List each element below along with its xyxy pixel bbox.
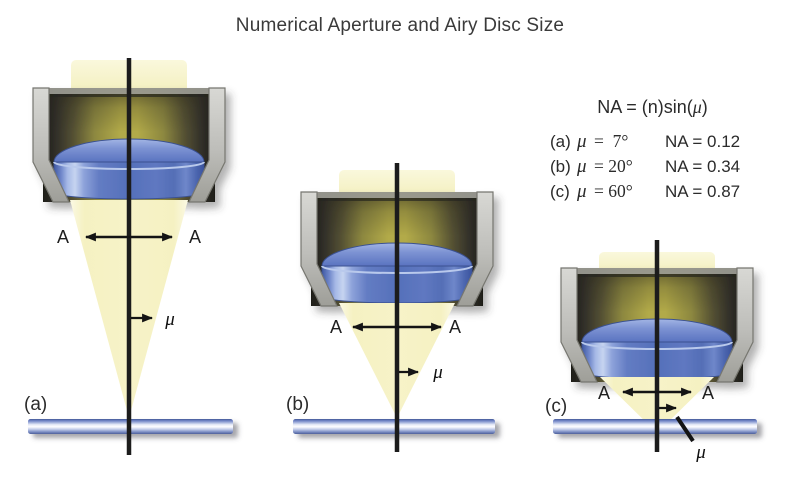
objective-c: A A μ (c) <box>545 240 757 463</box>
na-value: NA = 0.34 <box>665 157 741 176</box>
mu-symbol: μ <box>577 131 587 152</box>
housing-wall-left <box>300 191 338 307</box>
na-value: NA = 0.12 <box>665 132 741 151</box>
angle-label: μ <box>695 442 706 463</box>
aperture-label-left: A <box>330 317 342 337</box>
angle-label: μ <box>432 362 443 383</box>
formula-row: (b) μ = 20° NA = 0.34 <box>550 154 755 179</box>
housing-wall-right <box>716 267 754 383</box>
aperture-label-right: A <box>449 317 461 337</box>
mu-symbol: μ <box>577 181 587 202</box>
formula-row: (a) μ = 7° NA = 0.12 <box>550 129 755 154</box>
housing-wall-right <box>456 191 494 307</box>
objective-key: (c) <box>550 182 570 201</box>
angle-value: = 7° <box>594 131 629 151</box>
formula-heading-pre: NA = (n)sin( <box>597 97 693 117</box>
formula-row: (c) μ = 60° NA = 0.87 <box>550 179 755 204</box>
objective-key: (b) <box>550 157 571 176</box>
angle-value: = 20° <box>594 156 633 176</box>
objective-label: (c) <box>545 396 567 417</box>
objective-a: A A μ (a) <box>24 58 233 455</box>
na-formula-block: NA = (n)sin(μ) (a) μ = 7° NA = 0.12 (b) … <box>550 97 755 204</box>
angle-leader-line <box>675 415 695 443</box>
objective-b: A A μ (b) <box>286 163 495 452</box>
na-value: NA = 0.87 <box>665 182 741 201</box>
housing-wall-left <box>560 267 598 383</box>
aperture-label-right: A <box>702 383 714 403</box>
housing-wall-right <box>188 87 226 203</box>
mu-symbol: μ <box>692 97 702 117</box>
mu-symbol: μ <box>577 156 587 177</box>
specimen-slide <box>293 419 495 434</box>
angle-label: μ <box>164 309 175 330</box>
page-title: Numerical Aperture and Airy Disc Size <box>235 15 565 36</box>
aperture-label-left: A <box>57 227 69 247</box>
na-formula-heading: NA = (n)sin(μ) <box>550 97 755 118</box>
objective-label: (b) <box>286 394 309 415</box>
aperture-label-right: A <box>189 227 201 247</box>
objective-key: (a) <box>550 132 571 151</box>
angle-value: = 60° <box>594 181 633 201</box>
housing-wall-left <box>32 87 70 203</box>
formula-heading-post: ) <box>701 97 708 117</box>
aperture-label-left: A <box>598 383 610 403</box>
objective-label: (a) <box>24 394 47 415</box>
